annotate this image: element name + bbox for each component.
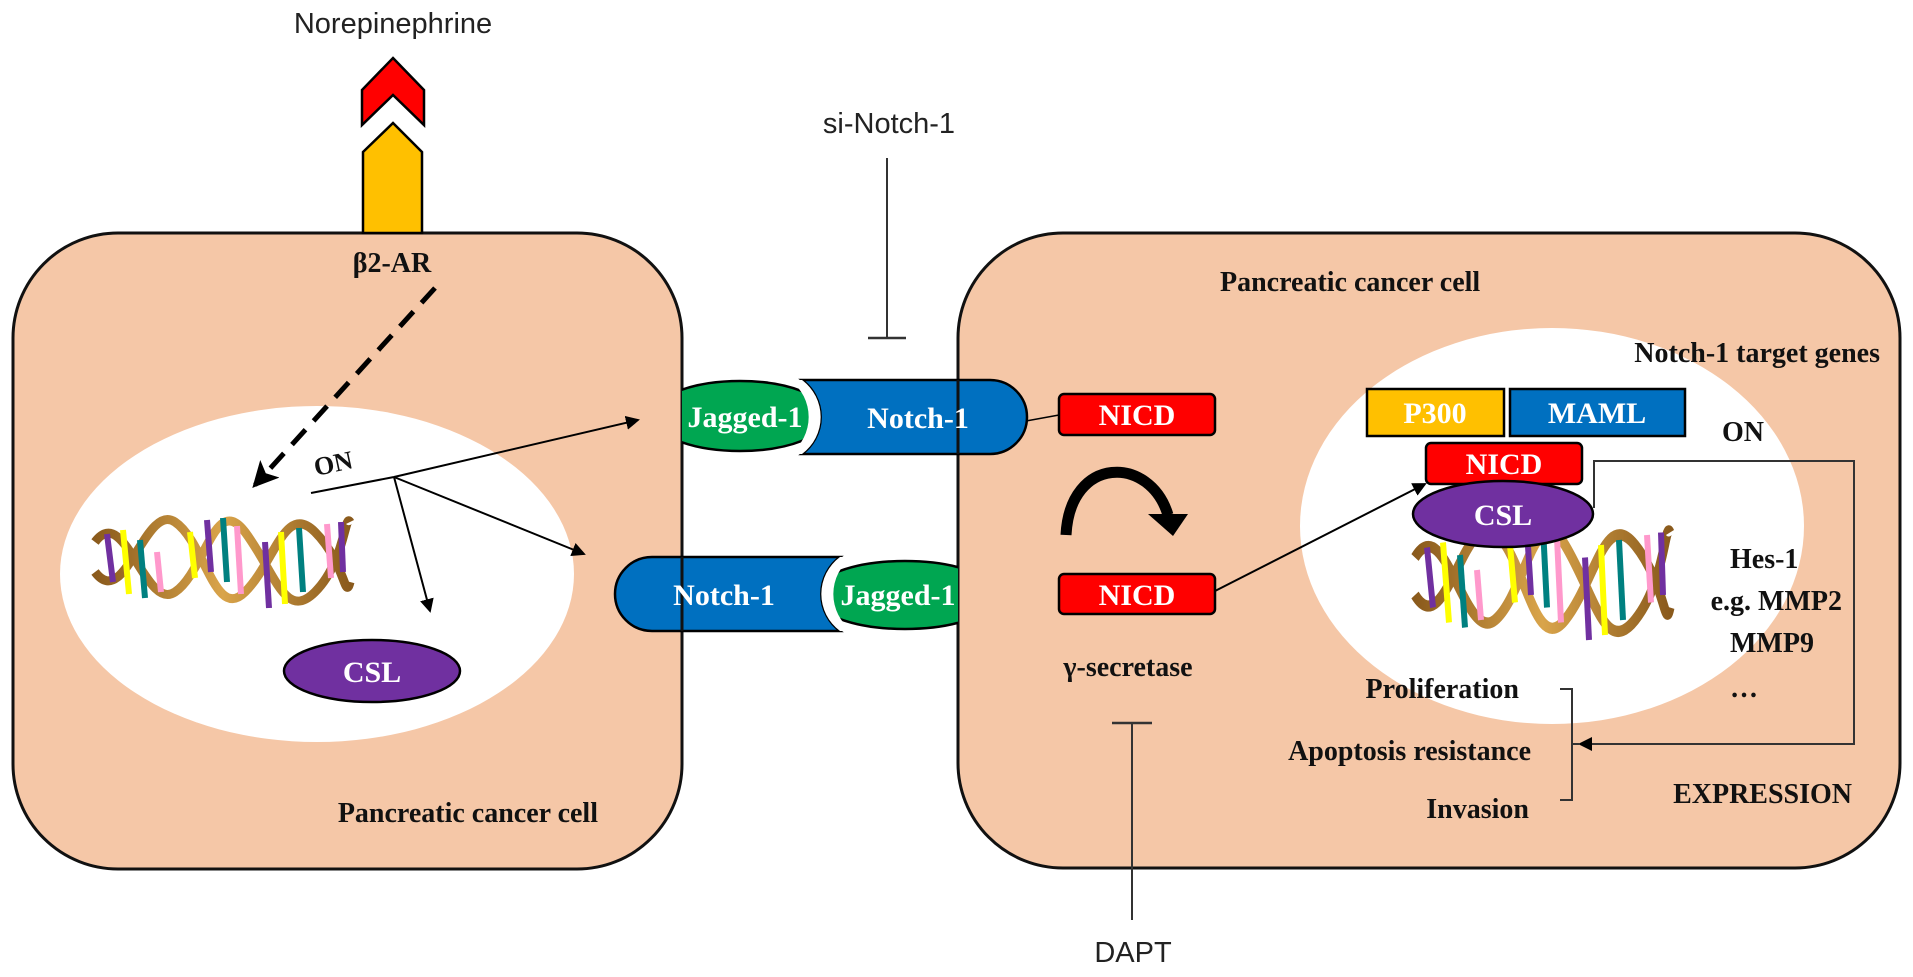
beta2-ar-receptor-icon — [361, 121, 424, 235]
arrow-to-notch — [393, 476, 586, 556]
outcome-invasion: Invasion — [1426, 794, 1529, 825]
outcome-bracket — [1560, 688, 1580, 801]
upper-jagged1-label: Jagged-1 — [688, 401, 803, 434]
nuclear-csl-label: CSL — [1474, 499, 1532, 532]
beta2-ar-activation-arrow — [252, 286, 437, 488]
lower-jagged1-label: Jagged-1 — [841, 579, 956, 612]
expression-label: EXPRESSION — [1673, 779, 1852, 810]
arrow-to-jagged — [393, 415, 640, 478]
gene-mmp2: e.g. MMP2 — [1711, 586, 1842, 617]
membrane-nicd — [1057, 392, 1217, 437]
gene-hes1: Hes-1 — [1730, 544, 1798, 575]
arrow-to-csl — [393, 476, 434, 613]
gene-ellipsis: … — [1730, 673, 1758, 704]
right-on-label: ON — [1722, 417, 1764, 448]
cleaved-nicd-label: NICD — [1099, 579, 1176, 612]
upper-notch1-label: Notch-1 — [867, 402, 969, 435]
dna-helix-icon — [91, 515, 355, 609]
norepinephrine-label: Norepinephrine — [294, 8, 492, 40]
nuclear-nicd-label: NICD — [1466, 448, 1543, 481]
beta2-ar-label: β2-AR — [353, 248, 432, 279]
left-cell-label: Pancreatic cancer cell — [338, 798, 598, 829]
gamma-secretase-label: γ-secretase — [1062, 652, 1192, 683]
cleaved-nicd — [1057, 572, 1217, 616]
maml-box — [1508, 387, 1687, 438]
right-cell-label: Pancreatic cancer cell — [1220, 267, 1480, 298]
outcome-apoptosis-resistance: Apoptosis resistance — [1288, 736, 1531, 767]
left-csl — [282, 638, 462, 704]
left-csl-label: CSL — [343, 656, 401, 689]
upper-notch1-gap — [790, 380, 821, 454]
outcome-proliferation: Proliferation — [1366, 674, 1520, 705]
gene-mmp9: MMP9 — [1730, 628, 1814, 659]
on-line — [310, 476, 395, 494]
dapt-label: DAPT — [1094, 937, 1172, 969]
norepinephrine-ligand-icon — [360, 56, 426, 128]
target-genes-header: Notch-1 target genes — [1634, 338, 1880, 369]
nuclear-csl — [1411, 479, 1595, 549]
si-notch1-label: si-Notch-1 — [823, 108, 955, 140]
p300-label: P300 — [1403, 397, 1466, 430]
nicd-translocation-arrow — [1214, 483, 1427, 592]
cleavage-arrow-icon — [1060, 466, 1174, 536]
p300-box — [1365, 387, 1506, 438]
lower-notch1-gap — [821, 557, 852, 631]
maml-label: MAML — [1548, 397, 1646, 430]
membrane-nicd-label: NICD — [1099, 399, 1176, 432]
lower-notch1-label: Notch-1 — [673, 579, 775, 612]
expression-connector — [1578, 460, 1855, 751]
